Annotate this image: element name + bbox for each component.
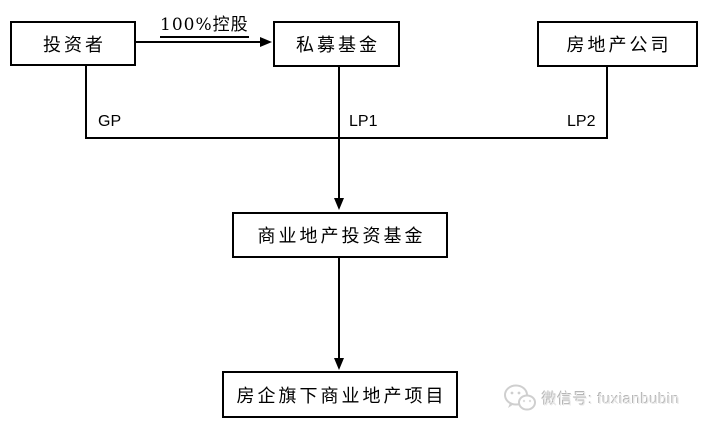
node-private-fund: 私募基金 bbox=[273, 21, 400, 67]
node-real-estate-company-label: 房地产公司 bbox=[566, 35, 672, 56]
arrowhead-down-to-fund-icon bbox=[334, 198, 344, 210]
node-project: 房企旗下商业地产项目 bbox=[222, 371, 458, 418]
connector-private-fund-lp1-line bbox=[338, 67, 340, 199]
node-commercial-fund: 商业地产投资基金 bbox=[232, 212, 448, 258]
wechat-id-text: 微信号: fuxianbubin bbox=[542, 390, 681, 408]
edge-label-lp1: LP1 bbox=[349, 113, 378, 130]
arrow-investor-to-private-fund bbox=[136, 41, 261, 43]
connector-real-estate-lp2-line bbox=[606, 67, 608, 139]
wechat-icon bbox=[504, 384, 536, 412]
wechat-watermark: 微信号: fuxianbubin bbox=[504, 384, 680, 412]
edge-label-100-percent-holding: 100%控股 bbox=[160, 10, 249, 38]
node-investor: 投资者 bbox=[10, 21, 136, 66]
node-commercial-fund-label: 商业地产投资基金 bbox=[257, 226, 426, 247]
arrowhead-down-to-project-icon bbox=[334, 358, 344, 370]
connector-horizontal-bus-line bbox=[85, 137, 608, 139]
edge-label-gp: GP bbox=[98, 113, 122, 130]
connector-investor-gp-line bbox=[85, 66, 87, 139]
node-real-estate-company: 房地产公司 bbox=[537, 21, 698, 67]
node-investor-label: 投资者 bbox=[43, 34, 106, 56]
node-project-label: 房企旗下商业地产项目 bbox=[236, 385, 447, 407]
edge-label-lp2: LP2 bbox=[567, 113, 596, 130]
node-private-fund-label: 私募基金 bbox=[296, 35, 380, 56]
arrow-fund-to-project bbox=[338, 258, 340, 359]
arrowhead-right-icon bbox=[260, 37, 272, 47]
